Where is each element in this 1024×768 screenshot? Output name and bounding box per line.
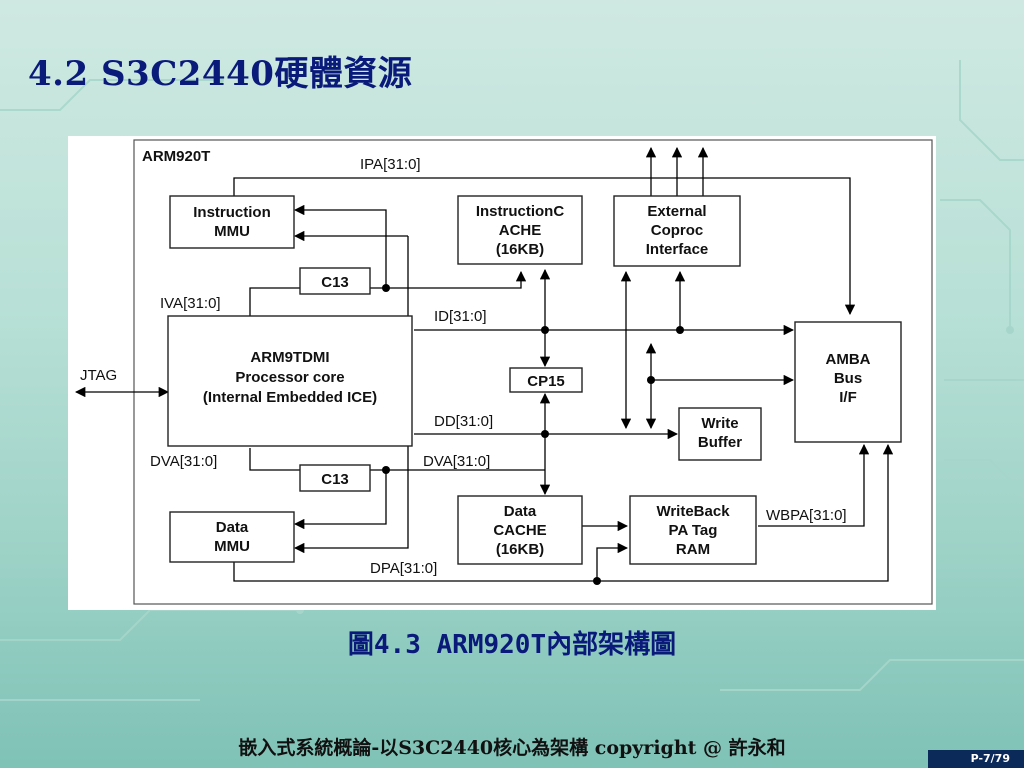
- wbpa-label: WBPA[31:0]: [766, 507, 847, 524]
- dcache-line-2: CACHE: [493, 522, 546, 539]
- coproc-line-2: Coproc: [651, 222, 704, 239]
- writeback-line-1: WriteBack: [656, 503, 730, 520]
- dd-label: DD[31:0]: [434, 413, 493, 430]
- dpa-label: DPA[31:0]: [370, 560, 437, 577]
- ipa-label: IPA[31:0]: [360, 156, 421, 173]
- writeback-line-2: PA Tag: [669, 522, 718, 539]
- core-line-2: Processor core: [235, 369, 344, 386]
- c13-to-icache: [370, 270, 527, 289]
- iva-to-immu-1: [293, 204, 387, 288]
- immu-line-1: Instruction: [193, 204, 271, 221]
- writeback-line-3: RAM: [676, 541, 710, 558]
- wbpa-wire: [758, 443, 870, 527]
- amba-line-3: I/F: [839, 389, 857, 406]
- dva-to-dmmu-1: [293, 470, 387, 530]
- instruction-cache-block: InstructionC ACHE (16KB): [457, 195, 583, 265]
- immu-line-2: MMU: [214, 223, 250, 240]
- jtag-label: JTAG: [80, 367, 117, 384]
- amba-line-2: Bus: [834, 370, 862, 387]
- ipa-wire: [233, 177, 856, 316]
- coproc-line-1: External: [647, 203, 706, 220]
- dcache-line-3: (16KB): [496, 541, 544, 558]
- iva-wire: [249, 287, 300, 316]
- core-line-1: ARM9TDMI: [250, 349, 329, 366]
- dpa-bus: [233, 443, 894, 582]
- cp15-label: CP15: [527, 373, 565, 390]
- diagram-panel: ARM920T IPA[31:0] IVA[31:0] ID[31:0]: [68, 136, 936, 610]
- amba-block: AMBA Bus I/F: [794, 321, 902, 443]
- dva-to-dmmu-2: [293, 470, 409, 554]
- icache-line-1: InstructionC: [476, 203, 564, 220]
- external-coproc-block: External Coproc Interface: [613, 195, 741, 267]
- slide-footer: 嵌入式系統概論-以S3C2440核心為架構 copyright @ 許永和: [238, 737, 786, 759]
- dpa-to-writeback: [596, 542, 629, 581]
- dva-right-label: DVA[31:0]: [423, 453, 490, 470]
- c13-bottom-block: C13: [299, 464, 371, 492]
- arm920t-block-diagram: ARM920T IPA[31:0] IVA[31:0] ID[31:0]: [74, 139, 933, 605]
- core-block: ARM9TDMI Processor core (Internal Embedd…: [167, 315, 413, 447]
- amba-line-1: AMBA: [826, 351, 871, 368]
- id-label: ID[31:0]: [434, 308, 487, 325]
- c13-top-block: C13: [299, 267, 371, 295]
- icache-line-3: (16KB): [496, 241, 544, 258]
- figure-caption: 圖4.3 ARM920T內部架構圖: [347, 630, 677, 660]
- iva-label: IVA[31:0]: [160, 295, 221, 312]
- dva-wire: [249, 448, 300, 471]
- arm920t-frame: [133, 139, 933, 605]
- core-line-3: (Internal Embedded ICE): [203, 389, 377, 406]
- instruction-mmu-block: Instruction MMU: [169, 195, 295, 249]
- data-cache-block: Data CACHE (16KB): [457, 495, 583, 565]
- dva-left-label: DVA[31:0]: [150, 453, 217, 470]
- write-buffer-block: Write Buffer: [678, 407, 762, 461]
- amba-junction: [647, 376, 655, 384]
- writeback-block: WriteBack PA Tag RAM: [629, 495, 757, 565]
- cp15-block: CP15: [509, 367, 583, 393]
- c13-top-label: C13: [321, 274, 349, 291]
- icache-line-2: ACHE: [499, 222, 542, 239]
- data-mmu-block: Data MMU: [169, 511, 295, 563]
- wbuf-line-1: Write: [701, 415, 738, 432]
- c13-bottom-label: C13: [321, 471, 349, 488]
- slide-title: 4.2 S3C2440硬體資源: [28, 54, 413, 94]
- arm920t-label: ARM920T: [142, 148, 210, 165]
- dmmu-line-2: MMU: [214, 538, 250, 555]
- wbuf-line-2: Buffer: [698, 434, 742, 451]
- dcache-line-1: Data: [504, 503, 537, 520]
- coproc-line-3: Interface: [646, 241, 709, 258]
- dmmu-line-1: Data: [216, 519, 249, 536]
- page-number: P-7/79: [928, 750, 1024, 768]
